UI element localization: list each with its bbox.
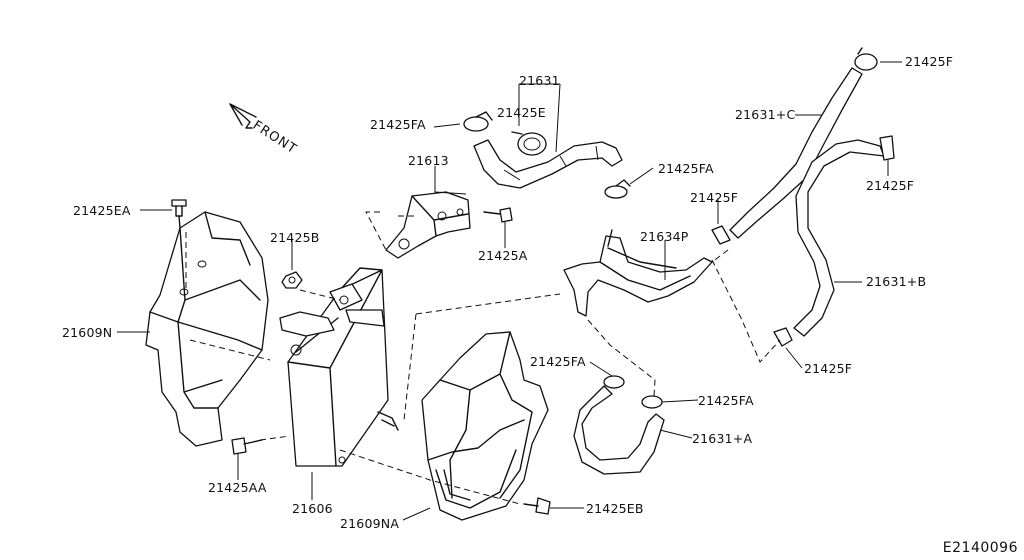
label-21425A: 21425A [478,248,528,263]
hose-21631 [473,139,623,189]
label-21425EA: 21425EA [73,203,131,218]
label-21634P: 21634P [640,229,689,244]
part-21606-canister [279,267,399,467]
part-21613-bracket [385,191,471,259]
document-id: E2140096 [942,540,1018,556]
label-21425FA-low2: 21425FA [698,393,754,408]
label-21606: 21606 [292,501,333,516]
nut-21425B-icon [281,271,303,289]
clamp-21425FA-top-icon [463,111,493,132]
hose-21631-B [793,139,885,337]
part-21609N-duct [145,211,269,447]
label-21425F-right: 21425F [866,178,915,193]
label-21613: 21613 [408,153,449,168]
label-21631-C: 21631+C [735,107,796,122]
clamp-21425F-bottom-icon [773,327,793,347]
label-21609NA: 21609NA [340,516,400,531]
clamp-21425F-mid-icon [711,225,731,245]
label-21425E: 21425E [497,105,546,120]
label-21425FA-mid: 21425FA [658,161,714,176]
label-21425B: 21425B [270,230,320,245]
label-21425AA: 21425AA [208,480,267,495]
clamp-21425E-icon [511,131,547,156]
label-21425EB: 21425EB [586,501,644,516]
label-21425F-mid: 21425F [690,190,739,205]
clamp-21425FA-low1-icon [603,375,625,389]
label-21425FA-top: 21425FA [370,117,426,132]
label-21425F-topright: 21425F [905,54,954,69]
bolt-21425EB-icon [523,497,551,515]
label-21631: 21631 [519,73,560,88]
label-21631-A: 21631+A [692,431,753,446]
clamp-21425F-right-icon [879,135,895,161]
part-21609NA-duct [421,331,549,521]
hose-21631-A [573,385,665,475]
clamp-21425FA-low2-icon [641,395,663,409]
clamp-21425FA-mid-icon [604,179,631,199]
label-21631-B: 21631+B [866,274,927,289]
label-21609N: 21609N [62,325,113,340]
leader-lines [117,61,902,521]
label-21425FA-low1: 21425FA [530,354,586,369]
bolt-21425EA-icon [171,199,187,229]
assembly-dashed-lines [185,211,781,505]
front-arrow-icon [229,103,257,129]
hose-21631-C [729,67,863,239]
label-21425F-bottom: 21425F [804,361,853,376]
bolt-21425A-icon [483,207,513,223]
pipe-21634P [563,229,713,317]
bolt-21425AA-icon [231,437,263,455]
clamp-21425F-topright-icon [854,47,878,71]
